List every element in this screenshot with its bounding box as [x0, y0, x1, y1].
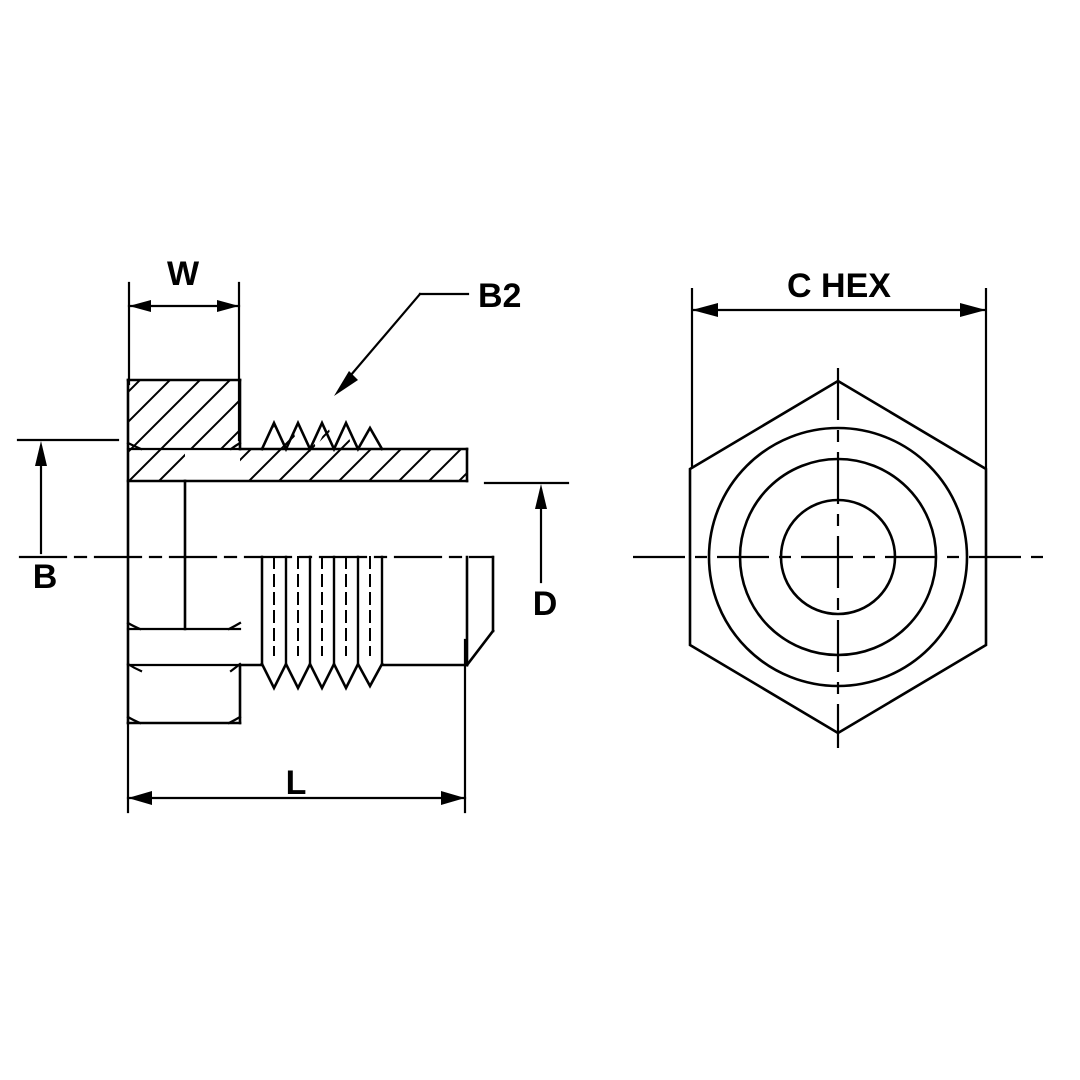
chex-arrowhead-right [960, 303, 986, 317]
thread-crests-upper [260, 419, 384, 453]
head-lower-arc-left-top [126, 621, 142, 631]
w-arrowhead-right [217, 300, 239, 312]
label-c-hex: C HEX [787, 267, 891, 305]
label-b: B [33, 558, 58, 596]
l-arrowhead-left [128, 791, 152, 805]
label-l: L [286, 764, 307, 802]
hex-end-view [633, 288, 1045, 748]
side-section-view [16, 281, 570, 814]
section-hatch-shank-upper [185, 425, 467, 481]
b-arrowhead-up [35, 441, 47, 466]
thread-root-hidden-lines-lower [273, 556, 371, 656]
head-corner-arc-top-right [229, 441, 242, 451]
d-arrowhead-up [535, 484, 547, 509]
tip-chamfer [465, 629, 495, 667]
section-hatch-upper-head [128, 380, 240, 481]
w-arrowhead-left [129, 300, 151, 312]
b2-leader-diagonal [343, 292, 422, 384]
dimension-c-hex [690, 288, 988, 468]
l-arrowhead-right [441, 791, 465, 805]
label-b2: B2 [478, 277, 521, 315]
head-lower-arc-right-bottom [227, 715, 242, 725]
label-d: D [533, 585, 558, 623]
b2-arrowhead [334, 371, 358, 396]
chex-arrowhead-left [692, 303, 718, 317]
dimension-d [483, 481, 570, 584]
label-w: W [167, 255, 200, 293]
head-lower-arc-left-bottom [126, 715, 142, 725]
thread-valleys-lower [260, 661, 384, 691]
leader-b2 [334, 292, 470, 396]
head-lower-arc-right-top [227, 621, 242, 631]
dimension-b [16, 438, 120, 555]
thread-crest-lines-lower [260, 555, 384, 666]
dimension-l [126, 638, 467, 814]
